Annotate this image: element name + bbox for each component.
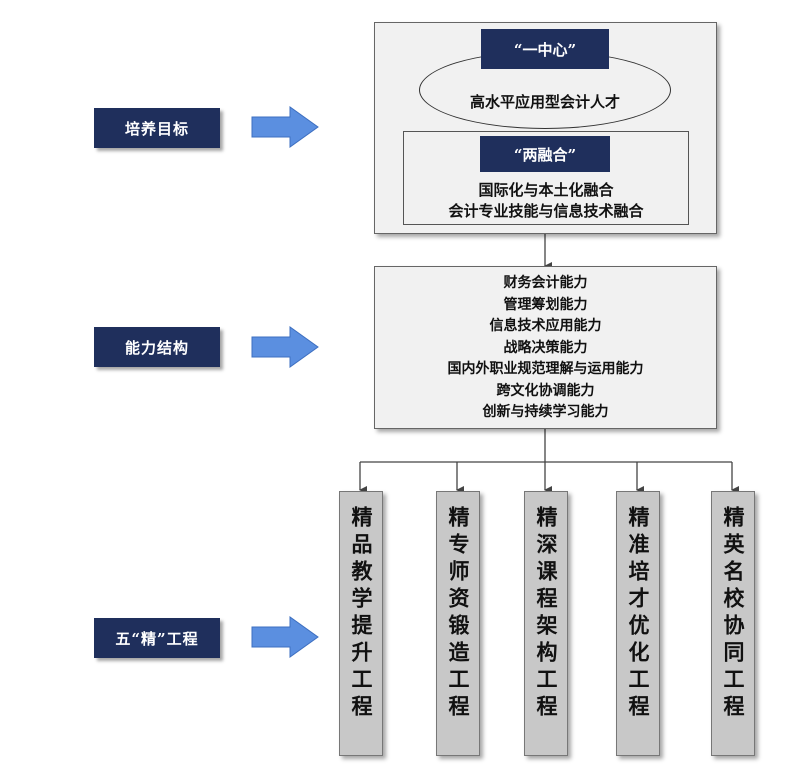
center-tag: “一中心” (481, 29, 609, 69)
project-pillar-1: 精品教学提升工程 (339, 491, 383, 756)
ability-item: 国内外职业规范理解与运用能力 (447, 361, 644, 377)
ability-list: 财务会计能力 管理筹划能力 信息技术应用能力 战略决策能力 国内外职业规范理解与… (375, 273, 716, 424)
project-pillar-text: 精准培才优化工程 (626, 506, 651, 722)
right-arrow-icon (251, 616, 319, 658)
ability-item: 战略决策能力 (503, 339, 588, 356)
project-pillar-3: 精深课程架构工程 (524, 491, 568, 756)
fusion-line-1: 国际化与本土化融合 (478, 181, 614, 199)
project-pillar-text: 精英名校协同工程 (721, 506, 746, 722)
five-projects-label: 五“精”工程 (94, 618, 220, 658)
project-pillar-text: 精专师资锻造工程 (446, 506, 471, 722)
fusion-line-2: 会计专业技能与信息技术融合 (448, 202, 644, 220)
ability-item: 信息技术应用能力 (489, 318, 602, 334)
right-arrow-icon (251, 106, 319, 148)
project-pillar-5: 精英名校协同工程 (711, 491, 755, 756)
ability-label: 能力结构 (94, 327, 220, 367)
ability-panel: 财务会计能力 管理筹划能力 信息技术应用能力 战略决策能力 国内外职业规范理解与… (374, 266, 717, 429)
project-pillar-2: 精专师资锻造工程 (436, 491, 480, 756)
project-pillar-4: 精准培才优化工程 (616, 491, 660, 756)
center-text: 高水平应用型会计人才 (469, 93, 620, 111)
project-pillar-text: 精深课程架构工程 (534, 506, 559, 722)
ability-item: 跨文化协调能力 (496, 382, 595, 399)
ability-item: 财务会计能力 (503, 275, 588, 291)
project-pillar-text: 精品教学提升工程 (349, 506, 374, 722)
ability-item: 创新与持续学习能力 (482, 404, 609, 420)
fusion-tag: “两融合” (480, 136, 610, 172)
fusion-box: “两融合” 国际化与本土化融合 会计专业技能与信息技术融合 (403, 131, 689, 225)
ability-item: 管理筹划能力 (503, 296, 588, 313)
right-arrow-icon (251, 326, 319, 368)
goal-label: 培养目标 (94, 108, 220, 148)
goal-panel: 高水平应用型会计人才 “一中心” “两融合” 国际化与本土化融合 会计专业技能与… (374, 22, 717, 234)
